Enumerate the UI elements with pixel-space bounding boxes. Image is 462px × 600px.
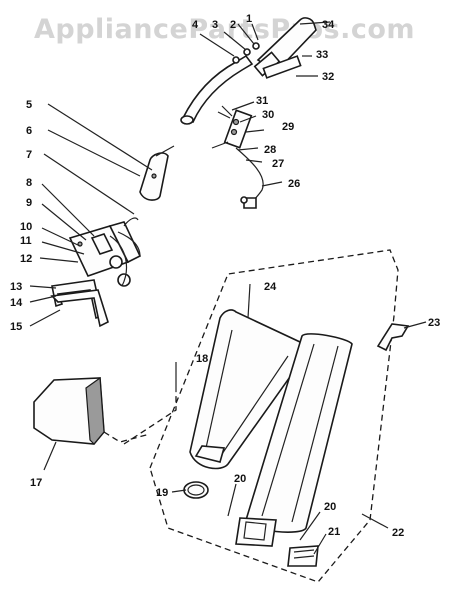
callout-7: 7 (26, 149, 32, 161)
callout-20-upper: 20 (234, 473, 246, 485)
callout-6: 6 (26, 125, 32, 137)
gasket-seal-part (183, 481, 209, 499)
callout-19: 19 (156, 487, 168, 499)
dirt-cup-part (33, 376, 151, 445)
lower-handle-tube-part (139, 145, 175, 201)
callout-30: 30 (262, 109, 274, 121)
handle-tube-part (180, 54, 254, 125)
callout-13: 13 (10, 281, 22, 293)
latch-part (376, 323, 410, 352)
bag-holder-bracket-part (68, 217, 142, 287)
handle-grip-part (253, 17, 317, 77)
callout-12: 12 (20, 253, 32, 265)
filter-pad-part (287, 545, 319, 567)
callout-28: 28 (264, 144, 276, 156)
bag-holder-frame-part (50, 279, 109, 328)
callout-4: 4 (192, 19, 199, 31)
callout-18: 18 (196, 353, 208, 365)
callout-1: 1 (246, 13, 252, 25)
callout-22: 22 (392, 527, 404, 539)
power-cord-part (235, 147, 264, 209)
watermark-logo: AppliancePartsPros.com (34, 14, 416, 45)
callout-5: 5 (26, 99, 32, 111)
cleaner-body-outline (123, 249, 399, 583)
callout-20-lower: 20 (324, 501, 336, 513)
callout-34: 34 (322, 19, 335, 31)
callout-21: 21 (328, 526, 340, 538)
callout-10: 10 (20, 221, 32, 233)
callout-31: 31 (256, 95, 268, 107)
cord-hook-part (262, 55, 302, 79)
callout-labels: 4 3 2 1 34 33 32 31 30 29 28 27 26 5 6 7… (10, 13, 440, 539)
callout-14: 14 (10, 297, 23, 309)
leader-lines (29, 21, 427, 555)
callout-26: 26 (288, 178, 300, 190)
callout-8: 8 (26, 177, 32, 189)
callout-17: 17 (30, 477, 42, 489)
callout-33: 33 (316, 49, 328, 61)
callout-29: 29 (282, 121, 294, 133)
callout-27: 27 (272, 158, 284, 170)
bag-inner-part (235, 333, 353, 547)
callout-11: 11 (20, 235, 32, 247)
callout-24: 24 (264, 281, 277, 293)
handle-screws-part (232, 42, 260, 64)
callout-23: 23 (428, 317, 440, 329)
callout-9: 9 (26, 197, 32, 209)
callout-15: 15 (10, 321, 22, 333)
switch-assembly-part (211, 105, 253, 149)
callout-32: 32 (322, 71, 334, 83)
callout-2: 2 (230, 19, 236, 31)
callout-3: 3 (212, 19, 218, 31)
